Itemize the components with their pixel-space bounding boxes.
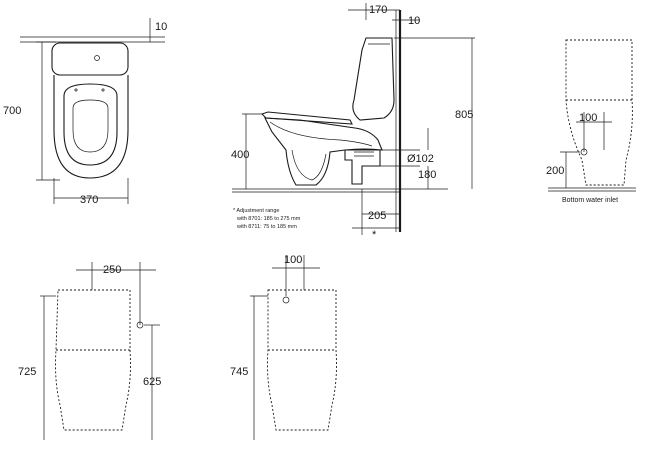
dim-745: 745 [230, 366, 248, 378]
dim-100-front: 100 [284, 254, 302, 266]
dim-170: 170 [369, 4, 387, 16]
bowl-outline [53, 75, 129, 179]
seat-outline [63, 83, 118, 166]
side-view: 170 10 805 400 Ø102 180 205 * * Adjustme… [231, 3, 475, 241]
dim-700: 700 [3, 105, 21, 117]
dim-370: 370 [80, 194, 98, 206]
dim-400: 400 [231, 149, 249, 161]
dim-200: 200 [546, 165, 564, 177]
dim-725: 725 [18, 366, 36, 378]
dim-diameter: Ø102 [407, 153, 434, 165]
front-a-outline [55, 289, 131, 431]
bowl-opening [72, 99, 109, 153]
front-b-outline [267, 289, 337, 431]
dim-180: 180 [418, 169, 436, 181]
note-title: * Adjustment range [233, 208, 279, 214]
dim-205: 205 [368, 210, 386, 222]
dim-10-top: 10 [155, 21, 167, 33]
inlet-label: Bottom water inlet [562, 197, 618, 204]
back-outline [565, 39, 633, 186]
dim-100-back: 100 [579, 112, 597, 124]
side-seat [260, 111, 353, 125]
note-line-1: with 8701: 185 to 275 mm [236, 216, 301, 222]
dim-625: 625 [143, 376, 161, 388]
side-outlet [344, 149, 381, 185]
top-view: 700 370 10 [3, 18, 167, 206]
side-tank [352, 37, 395, 121]
front-view-a: 725 250 625 [18, 262, 161, 440]
dim-805: 805 [455, 109, 473, 121]
dim-250: 250 [103, 264, 121, 276]
star-mark: * [372, 229, 377, 241]
note-line-2: with 8711: 75 to 185 mm [236, 224, 297, 230]
tank-outline [51, 42, 129, 76]
back-view: 100 200 Bottom water inlet [546, 39, 636, 204]
dim-10-side: 10 [408, 15, 420, 27]
front-a-inlet-icon [136, 321, 144, 329]
front-b-inlet-icon [282, 296, 290, 304]
front-view-b: 745 100 [230, 254, 337, 440]
flush-button-icon [94, 55, 100, 61]
side-bowl [264, 117, 383, 186]
